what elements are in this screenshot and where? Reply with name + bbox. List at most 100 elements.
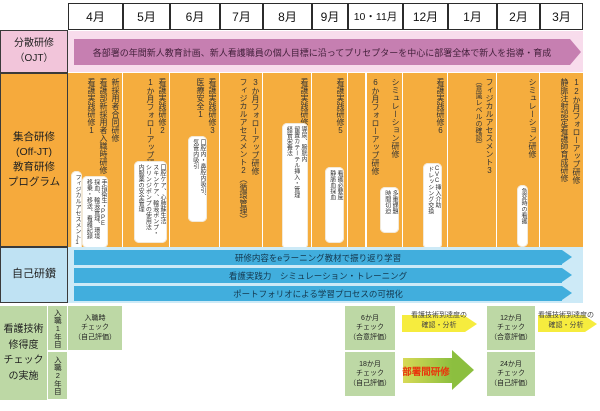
- column-titles: 看護実践研修3 医療安全1: [170, 73, 219, 247]
- achievement-arrow-label: 看護技術到達度の 確認・分析: [396, 311, 482, 331]
- offjt-column-feb: シミュレーション研修 急変時の看護: [497, 73, 539, 247]
- offjt-column-jul: 3か月フォローアップ研修 フィジカルアセスメント2（循環管理）: [220, 73, 262, 247]
- band-arrow-tip: [562, 250, 572, 264]
- offjt-column-jun: 看護実践研修3 医療安全1 口腔内・鼻腔内吸引、 気管内吸引: [170, 73, 219, 247]
- arrow-label-line: 看護技術到達度の: [411, 312, 467, 319]
- twelve-month-check-box: 12か月 チェック （合意評価）: [487, 306, 535, 350]
- topic-box: 口腔内・鼻腔内吸引、 気管内吸引: [188, 136, 207, 222]
- training-title: フィジカルアセスメント2（循環管理）: [239, 78, 248, 223]
- self-study-row-label: 自己研鑽: [0, 247, 68, 303]
- topic-line: 留置カテーテル挿入・管理: [292, 126, 299, 198]
- month-header: 7月: [220, 3, 263, 30]
- ojt-label-line: 分散研修: [14, 38, 54, 49]
- check-box-line: 18か月: [359, 361, 381, 369]
- training-title: 1か月フォローアップ研修: [146, 78, 155, 175]
- topic-line: ドレッシング交換: [426, 166, 433, 214]
- achievement-arrow-label: 看護技術到達度の 確認・分析: [532, 311, 600, 331]
- check-box-line: チェック: [81, 324, 109, 332]
- year2-row-label: 入職2年目: [48, 352, 67, 399]
- training-title: 静脈注射認定看護師育成研修: [560, 78, 569, 182]
- topic-line: 経管栄養法: [285, 126, 292, 156]
- ojt-band-arrow-tip: [570, 39, 581, 65]
- offjt-label-line: プログラム: [7, 176, 61, 189]
- month-header: 6月: [170, 3, 220, 30]
- topic-line: CVC挿入介助: [434, 166, 440, 208]
- month-header: 10・11月: [348, 3, 403, 30]
- month-header: 5月: [123, 3, 170, 30]
- topic-box: 急変時の看護: [516, 185, 528, 247]
- topic-box: CVC挿入介助 ドレッシング交換: [423, 163, 442, 249]
- band-arrow-tip: [562, 268, 572, 282]
- training-title: 医療安全1: [196, 78, 205, 119]
- offjt-label-line: 集合研修: [13, 130, 55, 143]
- topic-line: 急変時の看護: [520, 188, 526, 224]
- topic-box: 手指衛生・PPE 採血、輸液管理、環境 移乗・移送、看護記録: [82, 176, 108, 248]
- column-titles: シミュレーション研修: [497, 73, 539, 247]
- check-box-line: チェック: [497, 324, 525, 332]
- achievement-arrow: [538, 315, 585, 332]
- skill-check-label-line: の実施: [8, 370, 39, 382]
- check-box-line: 6か月: [361, 315, 379, 323]
- column-titles: 看護実践研修4: [263, 73, 311, 247]
- offjt-column-jan: フィジカルアセスメント3 （意識レベルの確認）: [448, 73, 496, 247]
- column-titles: 新採用者合同研修 看護部新採用者入職時研修 看護実践研修1: [68, 73, 122, 247]
- month-header: 2月: [497, 3, 540, 30]
- check-box-line: （自己評価）: [349, 379, 391, 387]
- skill-check-row-label: 看護技術 修得度 チェック の実施: [0, 306, 47, 400]
- offjt-column-may: 看護実践研修2 1か月フォローアップ研修 口腔ケア、心肺蘇生法 スキンケア、輸液…: [123, 73, 169, 247]
- training-title: シミュレーション研修: [528, 78, 537, 158]
- offjt-column-oct-nov: シミュレーション研修 6か月フォローアップ研修 多重課題 時間切迫: [348, 73, 402, 247]
- offjt-column-dec: 看護実践研修6 CVC挿入介助 ドレッシング交換: [403, 73, 447, 249]
- topic-line: 採血、輸液管理、環境: [92, 179, 99, 239]
- dept-rotation-arrow-tip: [452, 350, 474, 390]
- training-title: フィジカルアセスメント3: [485, 78, 494, 175]
- ojt-label-line: （OJT）: [14, 52, 54, 64]
- check-box-line: チェック: [356, 370, 384, 378]
- training-title: 6か月フォローアップ研修: [371, 78, 380, 175]
- check-box-line: （自己評価）: [74, 333, 116, 341]
- column-titles: シミュレーション研修 6か月フォローアップ研修: [348, 73, 402, 247]
- check-box-line: 入職時: [84, 315, 106, 323]
- topic-line: スキンケア、輸液ポンプ・: [151, 164, 158, 236]
- year1-row-label: 入職1年目: [48, 306, 67, 350]
- skill-check-label-line: 看護技術: [3, 324, 44, 335]
- column-titles: フィジカルアセスメント3 （意識レベルの確認）: [448, 73, 496, 247]
- offjt-label-line: 教育研修: [13, 161, 55, 173]
- training-title: 看護実践研修6: [436, 78, 445, 135]
- check-box-line: （合意評価）: [349, 333, 391, 341]
- self-study-band: 看護実践力 シミュレーション・トレーニング: [74, 268, 562, 283]
- check-box-line: （合意評価）: [490, 333, 532, 341]
- training-title: 看護部新採用者入職時研修: [99, 78, 108, 174]
- topic-box: 看護必要度 静脈血採血: [325, 167, 344, 243]
- training-title: 12か月フォローアップ研修: [572, 78, 581, 184]
- column-titles: 看護実践研修6: [403, 73, 447, 247]
- month-header: 12月: [403, 3, 448, 30]
- skill-check-label-line: 修得度: [8, 339, 39, 351]
- topic-box: 導尿、膀胱内 留置カテーテル挿入・管理 経管栄養法: [282, 123, 308, 249]
- arrow-label-line: 確認・分析: [421, 322, 457, 330]
- column-titles: 3か月フォローアップ研修 フィジカルアセスメント2（循環管理）: [220, 73, 262, 247]
- achievement-arrow: [402, 315, 465, 332]
- arrow-label-line: 確認・分析: [548, 322, 584, 330]
- arrow-label-line: 看護技術到達度の: [538, 312, 594, 319]
- topic-box: フィジカルアセスメント1: [70, 171, 82, 251]
- topic-line: 静脈血採血: [328, 170, 335, 200]
- topic-line: 口腔ケア、心肺蘇生法: [159, 164, 165, 224]
- self-study-label: 自己研鑽: [12, 268, 56, 281]
- column-titles: 12か月フォローアップ研修 静脈注射認定看護師育成研修: [540, 73, 583, 247]
- training-title: 看護実践研修2: [158, 78, 167, 135]
- offjt-column-mar: 12か月フォローアップ研修 静脈注射認定看護師育成研修: [540, 73, 583, 247]
- ojt-band: 各部署の年間新人教育計画、新人看護職員の個人目標に沿ってプリセプターを中心に部署…: [74, 39, 570, 65]
- offjt-column-apr: 新採用者合同研修 看護部新採用者入職時研修 看護実践研修1 手指衛生・PPE 採…: [68, 73, 122, 251]
- topic-line: フィジカルアセスメント1: [74, 174, 80, 246]
- offjt-row-label: 集合研修 (Off-JT) 教育研修 プログラム: [0, 73, 68, 247]
- topic-box: 口腔ケア、心肺蘇生法 スキンケア、輸液ポンプ・ シリンジポンプの使用法 内服薬の…: [133, 161, 167, 243]
- check-box-line: （自己評価）: [490, 379, 532, 387]
- skill-check-label-line: チェック: [3, 355, 44, 366]
- achievement-arrow-tip: [465, 315, 477, 332]
- training-title: 看護実践研修1: [87, 78, 96, 135]
- self-study-band: 研修内容をeラーニング教材で振り返り学習: [74, 250, 562, 265]
- band-arrow-tip: [562, 286, 572, 300]
- ojt-band-area: 各部署の年間新人教育計画、新人看護職員の個人目標に沿ってプリセプターを中心に部署…: [68, 31, 583, 72]
